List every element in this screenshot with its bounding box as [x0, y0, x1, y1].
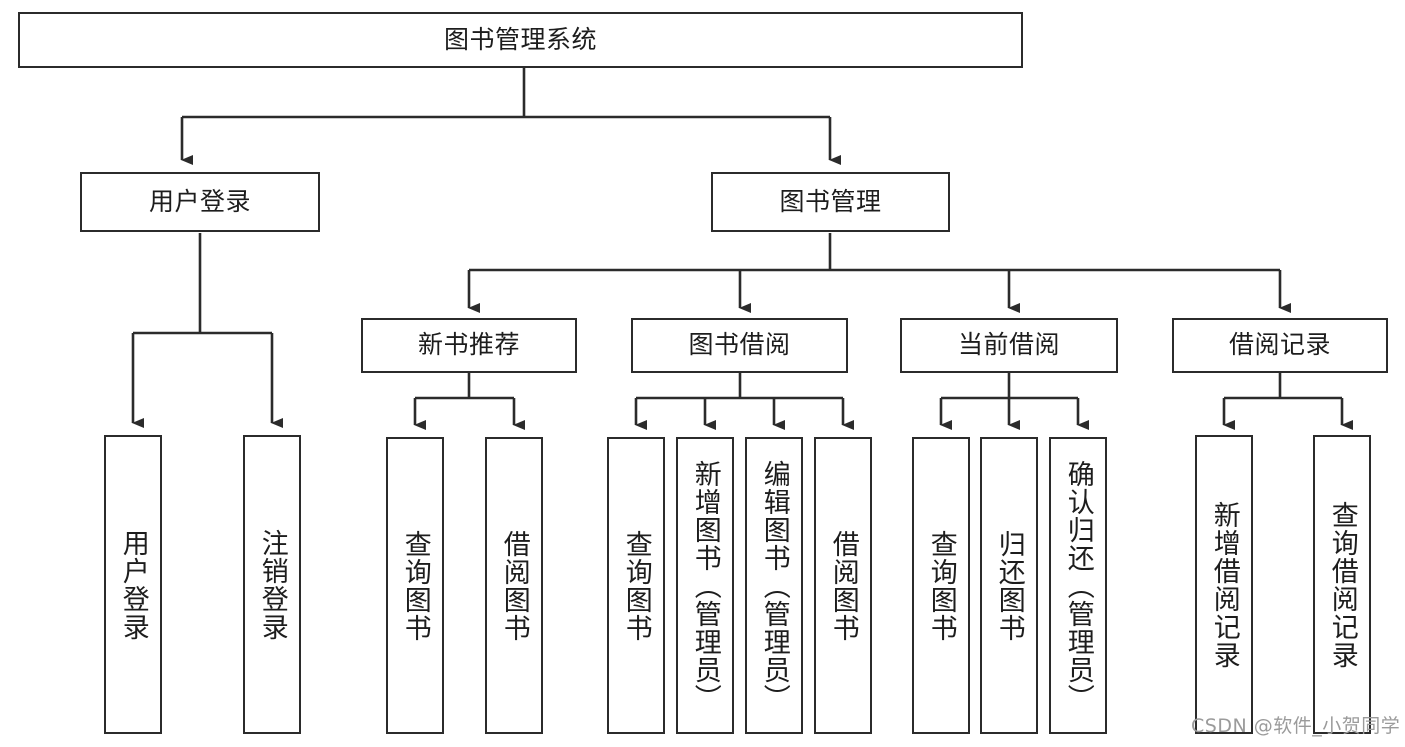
node-label: 确认归还（管理员） — [1062, 459, 1094, 712]
node-label: 新增借阅记录 — [1208, 500, 1240, 669]
node-label: 查询图书 — [925, 529, 957, 642]
node-label: 图书借阅 — [688, 330, 791, 360]
node-label: 查询图书 — [620, 529, 652, 642]
node-borrow-record[interactable]: 借阅记录 — [1172, 318, 1388, 373]
node-label: 新增图书（管理员） — [689, 459, 721, 712]
node-book-borrow[interactable]: 图书借阅 — [631, 318, 848, 373]
node-book-management[interactable]: 图书管理 — [711, 172, 950, 232]
node-current-borrow[interactable]: 当前借阅 — [900, 318, 1118, 373]
node-label: 查询图书 — [399, 529, 431, 642]
node-label: 新书推荐 — [417, 330, 520, 360]
node-label: 注销登录 — [256, 528, 288, 641]
node-label: 编辑图书（管理员） — [758, 459, 790, 712]
node-label: 借阅图书 — [827, 529, 859, 642]
leaf-book-borrow-edit[interactable]: 编辑图书（管理员） — [745, 437, 803, 734]
node-label: 用户登录 — [117, 528, 149, 641]
node-label: 借阅记录 — [1228, 330, 1331, 360]
leaf-user-login-login[interactable]: 用户登录 — [104, 435, 162, 734]
leaf-book-borrow-query[interactable]: 查询图书 — [607, 437, 665, 734]
leaf-borrow-record-query[interactable]: 查询借阅记录 — [1313, 435, 1371, 734]
node-user-login[interactable]: 用户登录 — [80, 172, 320, 232]
node-label: 用户登录 — [148, 186, 251, 216]
node-label: 归还图书 — [993, 529, 1025, 642]
node-label: 图书管理系统 — [443, 24, 597, 54]
leaf-borrow-record-add[interactable]: 新增借阅记录 — [1195, 435, 1253, 734]
leaf-new-book-borrow[interactable]: 借阅图书 — [485, 437, 543, 734]
node-label: 图书管理 — [779, 186, 882, 216]
node-root-book-management-system[interactable]: 图书管理系统 — [18, 12, 1023, 68]
leaf-current-borrow-return[interactable]: 归还图书 — [980, 437, 1038, 734]
leaf-book-borrow-add[interactable]: 新增图书（管理员） — [676, 437, 734, 734]
node-label: 查询借阅记录 — [1326, 500, 1358, 669]
leaf-new-book-query[interactable]: 查询图书 — [386, 437, 444, 734]
node-label: 借阅图书 — [498, 529, 530, 642]
leaf-current-borrow-confirm-return[interactable]: 确认归还（管理员） — [1049, 437, 1107, 734]
leaf-user-login-logout[interactable]: 注销登录 — [243, 435, 301, 734]
csdn-watermark: CSDN @软件_小贺同学 — [1191, 715, 1401, 737]
node-new-book-recommend[interactable]: 新书推荐 — [361, 318, 577, 373]
node-label: 当前借阅 — [957, 330, 1060, 360]
leaf-current-borrow-query[interactable]: 查询图书 — [912, 437, 970, 734]
leaf-book-borrow-borrow[interactable]: 借阅图书 — [814, 437, 872, 734]
